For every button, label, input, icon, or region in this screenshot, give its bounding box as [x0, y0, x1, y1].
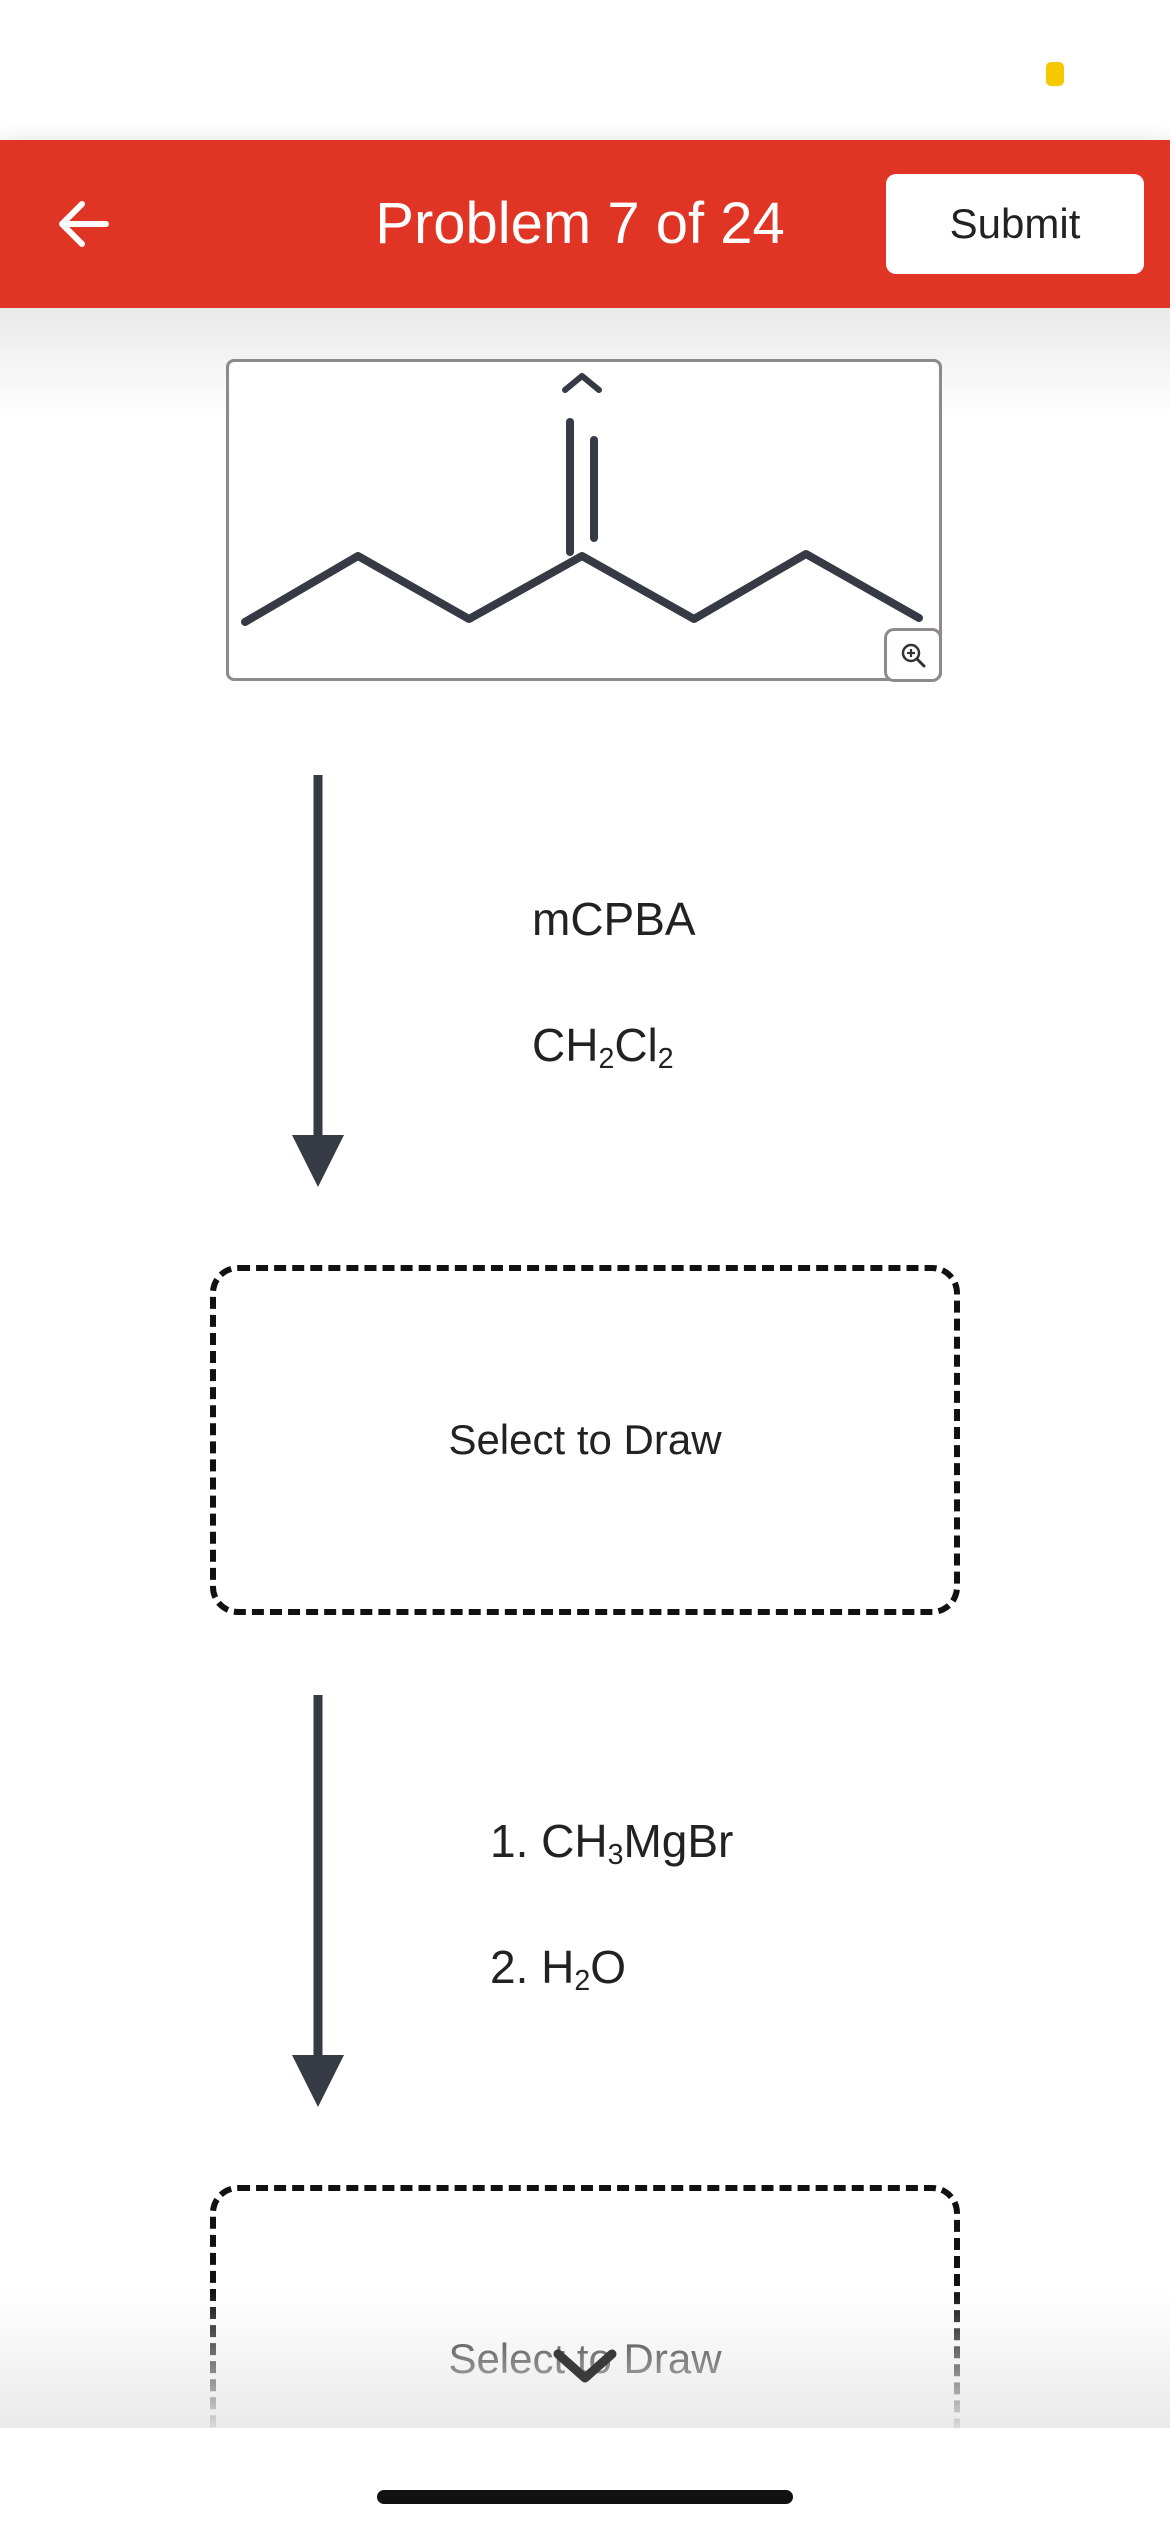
reaction-arrow-2	[292, 1695, 344, 2107]
reagent-grignard: 1. CH3MgBr	[490, 1815, 734, 1872]
back-button[interactable]	[40, 180, 128, 268]
submit-button[interactable]: Submit	[886, 174, 1144, 274]
reagent-solvent: CH2Cl2	[532, 1019, 674, 1076]
bottom-safe-area	[0, 2428, 1170, 2532]
reaction-arrow-1	[292, 775, 344, 1187]
draw-product-box-1[interactable]: Select to Draw	[210, 1265, 960, 1615]
privacy-indicator-icon	[1046, 62, 1064, 86]
zoom-button[interactable]	[884, 628, 942, 682]
molecule-skeleton	[241, 373, 923, 626]
reagent-mcpba: mCPBA	[532, 893, 696, 945]
starting-material-structure[interactable]	[226, 359, 942, 681]
reagent-water: 2. H2O	[490, 1941, 627, 1998]
status-bar	[0, 0, 1170, 140]
chevron-down-icon[interactable]	[548, 2340, 622, 2390]
home-indicator[interactable]	[377, 2490, 793, 2504]
draw-box-label: Select to Draw	[448, 1416, 722, 1463]
zoom-in-icon	[901, 643, 926, 668]
chevron-up-icon	[562, 373, 602, 393]
page-title: Problem 7 of 24	[375, 191, 785, 256]
arrow-left-icon	[59, 201, 109, 247]
app-header: Problem 7 of 24 Submit	[0, 140, 1170, 308]
